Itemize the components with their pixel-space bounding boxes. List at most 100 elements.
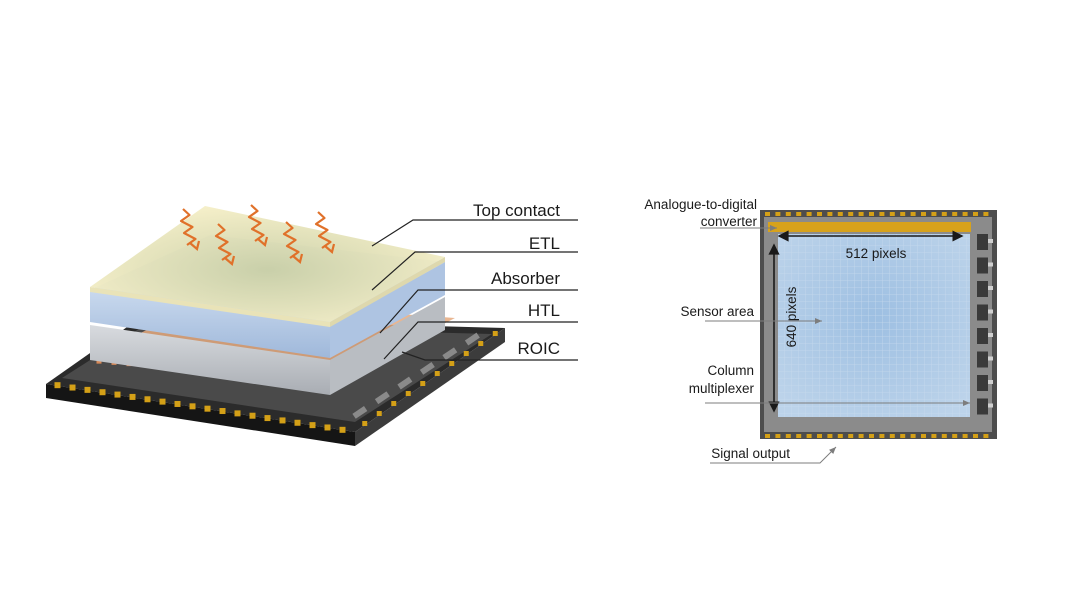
chip-pad [848, 212, 854, 216]
contact-pad [204, 405, 211, 412]
readout-block [419, 361, 435, 375]
contact-pad [294, 419, 301, 426]
readout-block [464, 332, 480, 346]
mux-block [977, 328, 988, 344]
label-etl: ETL [529, 234, 560, 253]
contact-pad [339, 426, 346, 433]
contact-pad [362, 421, 368, 426]
chip-pad [837, 212, 843, 216]
chip-pad [931, 434, 937, 438]
roic-right-pads [352, 331, 498, 426]
mux-lead [988, 403, 993, 408]
contact-pad [463, 351, 469, 356]
contact-pad [99, 389, 106, 396]
label-adc-line2: converter [701, 214, 758, 229]
contact-pad [234, 410, 241, 417]
chip-pad [962, 212, 968, 216]
chip-pad [848, 434, 854, 438]
chip [760, 210, 997, 439]
chip-pad [879, 434, 885, 438]
pixel-pad [96, 360, 102, 364]
chip-pad [879, 212, 885, 216]
contact-pad [449, 361, 455, 366]
contact-pad [434, 371, 440, 376]
chip-pad [952, 434, 958, 438]
chip-pad [796, 434, 802, 438]
chip-pad [817, 212, 822, 216]
label-signal-output: Signal output [711, 446, 790, 461]
contact-pad [420, 381, 426, 386]
chip-pad [889, 212, 895, 216]
contact-pad [219, 408, 226, 415]
label-column-line1: Column [707, 363, 754, 378]
mux-block [977, 304, 988, 321]
label-absorber: Absorber [491, 269, 560, 288]
chip-top-pads [765, 212, 989, 216]
chip-pad [910, 434, 916, 438]
contact-pad [114, 391, 121, 398]
mux-block [977, 234, 988, 250]
photon-wave-icon [179, 208, 201, 251]
contact-pad [249, 412, 256, 419]
chip-pad [765, 434, 770, 438]
mux-lead [988, 380, 993, 384]
stack-leader-lines [371, 219, 578, 361]
mux-lead [988, 262, 993, 267]
label-column-line2: multiplexer [689, 381, 755, 396]
readout-block [442, 347, 458, 361]
mux-block [977, 257, 988, 274]
chip-pad [941, 434, 947, 438]
contact-pad [69, 384, 76, 391]
contact-pad [129, 393, 136, 400]
chip-pad [806, 212, 812, 216]
mux-block [977, 398, 988, 415]
contact-pad [492, 331, 498, 336]
contact-pad [84, 386, 91, 393]
chip-pad [765, 212, 770, 216]
mux-block [977, 351, 988, 368]
chip-pad [962, 434, 968, 438]
chip-pad [827, 212, 833, 216]
contact-pad [279, 417, 286, 424]
label-roic: ROIC [518, 339, 561, 358]
chip-pad [941, 212, 947, 216]
contact-pad [264, 415, 271, 422]
chip-pad [921, 212, 926, 216]
mux-block [977, 281, 988, 297]
contact-pad [144, 396, 151, 403]
chip-pad [775, 434, 781, 438]
chip-pad [983, 212, 989, 216]
label-sensor-area: Sensor area [680, 304, 754, 319]
label-htl: HTL [528, 301, 560, 320]
photon-wave-icon [214, 223, 236, 266]
readout-block [352, 405, 368, 419]
chip-pad [796, 212, 802, 216]
contact-pad [478, 341, 484, 346]
photon-wave-icon [247, 204, 269, 247]
chip-pad [921, 434, 926, 438]
mux-lead [988, 286, 993, 290]
chip-pad [817, 434, 822, 438]
label-640-pixels: 640 pixels [784, 286, 799, 347]
photon-wave-icon [314, 211, 336, 254]
label-512-pixels: 512 pixels [846, 246, 907, 261]
layer-stack [46, 204, 505, 446]
roic-front-pads [54, 382, 346, 433]
contact-pad [54, 382, 61, 389]
chip-pointer-arrows [700, 225, 970, 464]
contact-pad [309, 422, 316, 429]
contact-pad [391, 401, 397, 406]
chip-pad [827, 434, 833, 438]
chip-pad [889, 434, 895, 438]
contact-pad [189, 403, 196, 410]
chip-pad [785, 212, 791, 216]
chip-pad [869, 212, 874, 216]
contact-pad [405, 391, 411, 396]
chip-pad [900, 434, 906, 438]
chip-pad [858, 434, 864, 438]
chip-bottom-pads [765, 434, 989, 438]
mux-lead [988, 309, 993, 314]
contact-pad [159, 398, 166, 405]
